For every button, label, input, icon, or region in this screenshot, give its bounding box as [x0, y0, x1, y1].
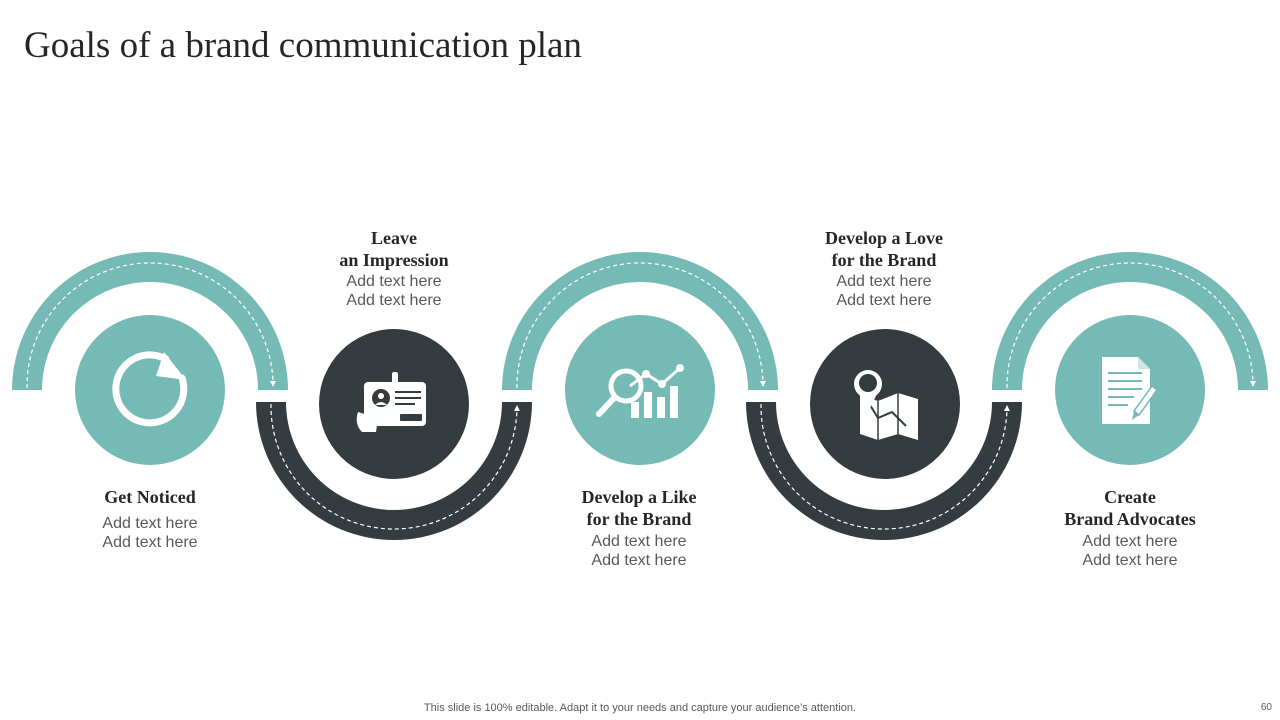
step-5-title: Create Brand Advocates	[1064, 487, 1196, 529]
arc-top-1	[12, 252, 288, 390]
step-3-desc: Add text here Add text here	[591, 533, 687, 569]
id-card-icon	[356, 372, 426, 432]
step-1-text: Get Noticed Add text here Add text here	[40, 486, 260, 552]
step-5-text: Create Brand Advocates Add text here Add…	[1020, 486, 1240, 570]
arc-bottom-2	[746, 402, 1022, 540]
arc-top-2	[502, 252, 778, 390]
arc-bottom-1	[256, 402, 532, 540]
step-3-title: Develop a Like for the Brand	[581, 487, 697, 529]
step-4-text: Develop a Love for the Brand Add text he…	[774, 227, 994, 310]
page-number: 60	[1260, 702, 1272, 713]
step-5-desc: Add text here Add text here	[1082, 533, 1178, 569]
step-2-desc: Add text here Add text here	[346, 273, 442, 309]
step-2-title: Leave an Impression	[339, 228, 449, 270]
map-pin-icon	[854, 370, 918, 440]
refresh-icon	[112, 351, 188, 427]
arc-top-3	[992, 252, 1268, 390]
step-1-title: Get Noticed	[104, 487, 196, 507]
arc-bottom-1-dash	[270, 403, 520, 530]
arc-top-2-dash	[516, 262, 766, 389]
slide-footer: This slide is 100% editable. Adapt it to…	[423, 702, 857, 714]
arc-top-3-dash	[1006, 262, 1256, 389]
step-4-title: Develop a Love for the Brand	[825, 228, 943, 270]
step-3-text: Develop a Like for the Brand Add text he…	[529, 486, 749, 570]
step-2-text: Leave an Impression Add text here Add te…	[284, 227, 504, 310]
step-4-desc: Add text here Add text here	[836, 273, 932, 309]
step-1-desc: Add text here Add text here	[102, 515, 198, 551]
slide-title: Goals of a brand communication plan	[24, 25, 582, 66]
arc-bottom-2-dash	[760, 403, 1010, 530]
analytics-icon	[596, 364, 684, 418]
document-pen-icon	[1102, 357, 1159, 424]
step-1-circle	[75, 315, 225, 465]
arc-top-1-dash	[26, 262, 276, 389]
